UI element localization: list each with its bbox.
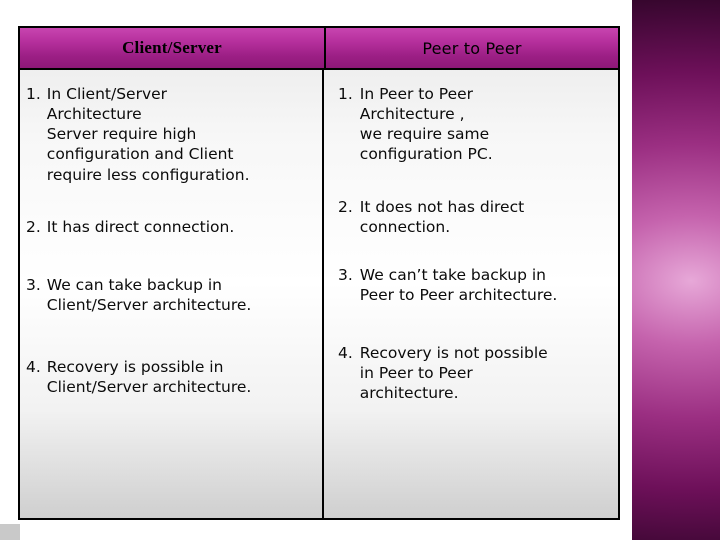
table-column-client-server: 1. In Client/Server Architecture Server … <box>20 70 324 518</box>
list-item-text: It does not has direct connection. <box>359 197 525 236</box>
list-item-text: Recovery is possible in Client/Server ar… <box>46 358 252 397</box>
list-item-number: 1. <box>338 85 353 103</box>
list-item-text: We can take backup in Client/Server arch… <box>46 275 252 314</box>
list-item-text: We can’t take backup in Peer to Peer arc… <box>359 265 558 304</box>
table-header-peer-to-peer-label: Peer to Peer <box>422 38 522 58</box>
list-item: 3. We can take backup in Client/Server a… <box>26 275 314 315</box>
table-header-peer-to-peer: Peer to Peer <box>326 28 618 68</box>
table-header-row: Client/Server Peer to Peer <box>20 28 618 70</box>
list-item-number: 4. <box>338 344 353 363</box>
slide-corner-accent <box>0 524 20 540</box>
table-body-row: 1. In Client/Server Architecture Server … <box>20 70 618 518</box>
list-item: 3. We can’t take backup in Peer to Peer … <box>338 265 610 305</box>
list-item: 4. Recovery is not possible in Peer to P… <box>338 343 610 403</box>
list-item-text: In Client/Server Architecture Server req… <box>46 85 250 184</box>
list-item: 2. It does not has direct connection. <box>338 197 610 237</box>
list-item-number: 1. <box>26 85 41 103</box>
list-item-number: 4. <box>26 358 41 377</box>
list-item-text: It has direct connection. <box>46 217 235 236</box>
table-header-client-server-label: Client/Server <box>122 38 222 57</box>
list-item: 1. In Peer to Peer Architecture , we req… <box>338 84 610 165</box>
table-column-peer-to-peer: 1. In Peer to Peer Architecture , we req… <box>324 70 618 518</box>
list-item-number: 2. <box>26 217 41 236</box>
list-item-text: Recovery is not possible in Peer to Peer… <box>359 344 548 403</box>
list-item-number: 2. <box>338 197 353 216</box>
list-item-number: 3. <box>26 275 41 294</box>
comparison-table: Client/Server Peer to Peer 1. In Client/… <box>18 26 620 520</box>
list-item-text: In Peer to Peer Architecture , we requir… <box>359 85 493 164</box>
list-item: 2. It has direct connection. <box>26 217 314 237</box>
list-item: 1. In Client/Server Architecture Server … <box>26 84 314 185</box>
list-item: 4. Recovery is possible in Client/Server… <box>26 357 314 397</box>
table-header-client-server: Client/Server <box>20 28 326 68</box>
list-item-number: 3. <box>338 265 353 284</box>
